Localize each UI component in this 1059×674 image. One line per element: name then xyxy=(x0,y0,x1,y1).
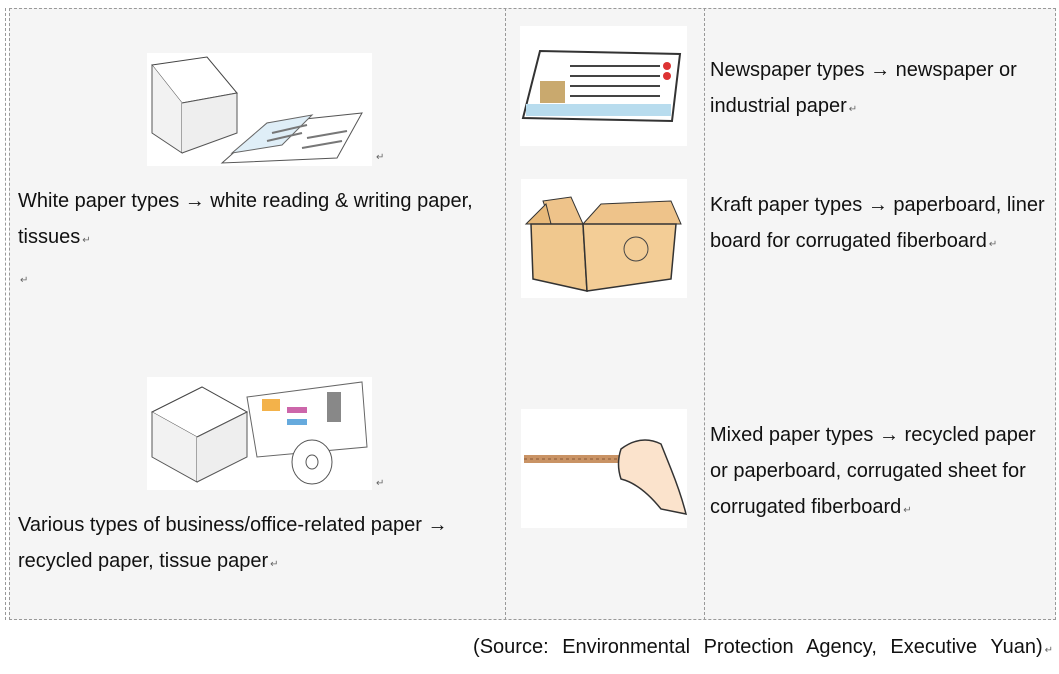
column-divider xyxy=(505,8,506,620)
column-divider xyxy=(704,8,705,620)
kraft-paper-label: Kraft paper types → paperboard, liner bo… xyxy=(710,194,1045,252)
corrugated-sheet-image xyxy=(521,409,688,528)
source-caption: (Source: Environmental Protection Agency… xyxy=(473,636,1053,658)
mixed-paper-label: Mixed paper types → recycled paper or pa… xyxy=(710,424,1036,518)
paper-stack-magazine-image xyxy=(147,53,372,166)
paragraph-mark: ↵ xyxy=(376,152,385,163)
newspaper-text: Newspaper types → newspaper or industria… xyxy=(710,59,1017,117)
cardboard-box-image xyxy=(521,179,687,298)
kraft-paper-text: Kraft paper types → paperboard, liner bo… xyxy=(710,194,1045,252)
paper-stack-tissue-roll-image xyxy=(147,377,372,490)
white-paper-label: White paper types → white reading & writ… xyxy=(18,190,473,248)
office-paper-label: Various types of business/office-related… xyxy=(18,514,448,572)
office-paper-text: Various types of business/office-related… xyxy=(18,514,448,572)
newspaper-label: Newspaper types → newspaper or industria… xyxy=(710,59,1017,117)
white-paper-text: White paper types → white reading & writ… xyxy=(18,190,473,286)
newspaper-image xyxy=(520,26,687,146)
mixed-paper-text: Mixed paper types → recycled paper or pa… xyxy=(710,424,1036,518)
paragraph-mark: ↵ xyxy=(376,478,385,489)
table-outer-border xyxy=(5,8,7,620)
source-text: (Source: Environmental Protection Agency… xyxy=(473,636,1043,658)
